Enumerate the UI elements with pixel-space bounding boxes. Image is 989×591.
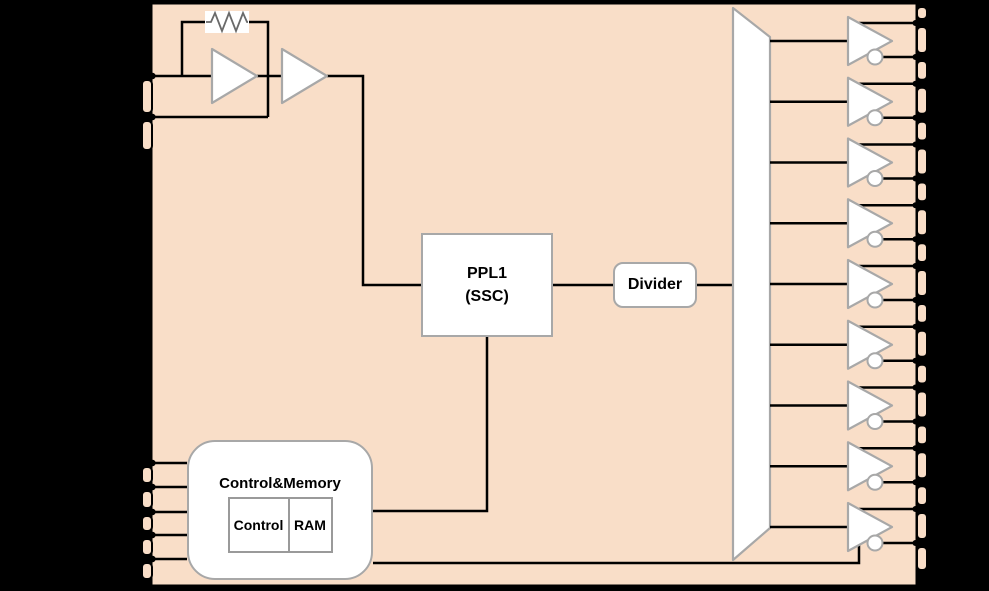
ram-label: RAM	[294, 517, 326, 533]
right-pin-tabs	[916, 6, 928, 571]
oscillator-buffer-triangle-icon	[280, 47, 329, 105]
output-buffer	[770, 76, 916, 127]
output-buffer	[770, 15, 916, 67]
inverting-bubble-icon	[866, 291, 884, 309]
output-buffer	[770, 501, 916, 553]
output-mux	[731, 6, 772, 562]
pin-dots	[149, 20, 919, 563]
inverting-bubble-icon	[866, 109, 884, 127]
wires	[150, 20, 861, 565]
inverting-bubble-icon	[866, 170, 884, 187]
inverting-bubble-icon	[866, 534, 884, 552]
pll1-ssc-block: PPL1 (SSC)	[421, 233, 553, 337]
output-buffer	[770, 380, 916, 431]
inverting-bubble-icon	[866, 230, 884, 248]
pll1-label-line2: (SSC)	[465, 288, 509, 305]
output-buffer	[770, 319, 916, 370]
resistor-icon	[205, 10, 249, 34]
pll1-label-line1: PPL1	[466, 264, 507, 282]
control-memory-title: Control&Memory	[219, 475, 341, 492]
left-pin-tabs	[141, 79, 153, 580]
inverting-bubble-icon	[866, 413, 884, 430]
output-buffer	[770, 441, 916, 492]
oscillator-amplifier-triangle-icon	[210, 47, 259, 105]
ram-sub-block: RAM	[287, 497, 333, 553]
output-buffers	[770, 15, 916, 553]
output-buffer	[770, 258, 916, 310]
control-memory-block: Control&Memory Control RAM	[187, 440, 373, 580]
inverting-bubble-icon	[866, 352, 884, 370]
control-sub-block: Control	[227, 497, 290, 553]
control-label: Control	[233, 517, 284, 533]
divider-label: Divider	[627, 276, 683, 293]
output-buffer	[770, 198, 916, 249]
control-memory-subblocks: Control RAM	[189, 497, 371, 553]
inverting-bubble-icon	[866, 473, 884, 491]
divider-block: Divider	[613, 262, 697, 308]
output-buffer	[770, 137, 916, 188]
inverting-bubble-icon	[866, 48, 884, 66]
